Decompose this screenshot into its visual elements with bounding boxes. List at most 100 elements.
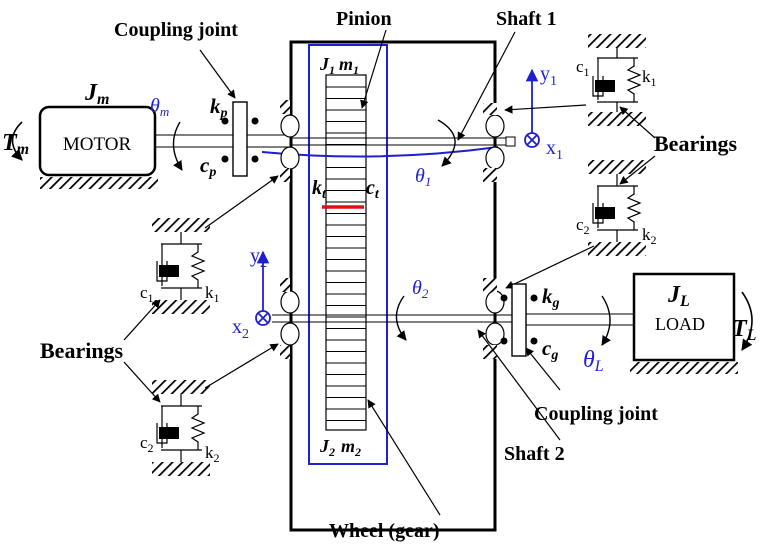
kg-label: k — [542, 284, 553, 308]
bearings-left-label: Bearings — [40, 338, 124, 363]
svg-text:kt: kt — [312, 177, 327, 202]
svg-text:k2: k2 — [205, 443, 220, 465]
theta-m-arrow — [172, 121, 183, 171]
motor-box — [38, 105, 157, 177]
load-torque-arrow — [741, 291, 753, 351]
bearings-right-pointer-top — [619, 106, 656, 139]
svg-text:x2: x2 — [232, 316, 249, 342]
gearbox-housing — [289, 40, 497, 532]
coupling2-pointer — [525, 347, 561, 391]
theta1-arrow — [437, 119, 456, 167]
c2-right-label: c — [576, 215, 584, 234]
bearing-support-left-bottom — [152, 380, 210, 476]
svg-text:k2: k2 — [642, 225, 657, 247]
svg-text:JL: JL — [667, 282, 690, 310]
bearings-left-pointer-bottom — [123, 361, 161, 403]
shaft2-pointer — [477, 329, 561, 441]
svg-text:cg: cg — [542, 336, 558, 363]
coupling-joint-1 — [232, 101, 248, 177]
wheel-pointer — [367, 399, 441, 516]
c2-left-label: c — [140, 433, 148, 452]
j2-label: J — [319, 436, 330, 456]
svg-text:kg: kg — [542, 284, 560, 311]
kp-label: k — [210, 94, 221, 118]
x1-label: x — [546, 137, 556, 159]
bearings-right-pointer-bottom — [619, 155, 656, 185]
k2-right-label: k — [642, 225, 651, 244]
m2-label: m — [341, 436, 355, 456]
jl-label: J — [667, 282, 681, 308]
pinion-pointer — [360, 29, 387, 109]
svg-text:TL: TL — [732, 316, 757, 344]
pinion-label: Pinion — [336, 8, 392, 30]
bearing-shaft2-right — [485, 290, 505, 346]
svg-text:c2: c2 — [140, 433, 154, 455]
bearing-support-right-bottom — [588, 160, 646, 256]
svg-text:cp: cp — [200, 153, 216, 180]
theta-m-label: θ — [150, 95, 160, 117]
svg-text:kp: kp — [210, 94, 228, 121]
bearing-shaft1-right — [485, 114, 505, 170]
svg-text:c1: c1 — [576, 57, 590, 79]
theta2-label: θ — [412, 277, 422, 299]
motor-ground — [40, 177, 158, 189]
svg-text:k1: k1 — [642, 67, 657, 89]
svg-text:c2: c2 — [576, 215, 590, 237]
gear-stack — [325, 74, 367, 431]
kt-label: k — [312, 177, 322, 199]
svg-text:θ1: θ1 — [415, 165, 431, 189]
shaft1-end — [505, 136, 516, 147]
cg-label: c — [542, 336, 552, 360]
y2-label: y — [250, 245, 260, 267]
y1-label: y — [540, 63, 550, 85]
svg-text:y2: y2 — [250, 245, 267, 271]
k1-left-label: k — [205, 283, 214, 302]
c1-left-label: c — [140, 283, 148, 302]
theta1-label: θ — [415, 165, 425, 187]
cp-label: c — [200, 153, 210, 177]
bearing-support-left-top — [152, 218, 210, 314]
m1-label: m — [339, 54, 353, 74]
shaft2-label: Shaft 2 — [504, 443, 565, 465]
pinion-wheel-frame — [308, 44, 388, 465]
theta-l-arrow — [601, 295, 611, 346]
svg-text:Tm: Tm — [2, 130, 29, 158]
right-support-pointer-bottom — [505, 245, 595, 289]
bearing-support-right-top — [588, 34, 646, 126]
jm-label: J — [84, 80, 98, 106]
load-label: LOAD — [655, 314, 705, 334]
x2-label: x — [232, 316, 242, 338]
svg-text:Jm: Jm — [84, 80, 109, 108]
svg-text:y1: y1 — [540, 63, 557, 89]
svg-text:c1: c1 — [140, 283, 154, 305]
left-support-pointer-bottom — [204, 343, 279, 389]
load-box — [632, 272, 736, 362]
right-support-pointer-top — [504, 104, 587, 114]
j1-label: J — [319, 54, 330, 74]
bearings-right-label: Bearings — [654, 131, 738, 156]
bearing-shaft2-left — [280, 290, 300, 346]
wheel-label: Wheel (gear) — [329, 520, 440, 542]
ct-label: c — [366, 177, 375, 199]
svg-text:θ2: θ2 — [412, 277, 429, 301]
bearings-left-pointer-top — [123, 299, 161, 341]
svg-text:k1: k1 — [205, 283, 220, 305]
housing-hatch-stubs — [280, 100, 497, 359]
bearing-shaft1-left — [280, 114, 300, 170]
motor-label: MOTOR — [63, 134, 132, 155]
svg-text:ct: ct — [366, 177, 380, 202]
left-support-pointer-top — [204, 175, 279, 229]
load-ground — [630, 362, 738, 374]
theta2-arrow — [395, 295, 407, 341]
k1-right-label: k — [642, 67, 651, 86]
coupling1-pointer — [199, 49, 236, 99]
k2-left-label: k — [205, 443, 214, 462]
theta-l-label: θ — [583, 347, 595, 373]
shaft1-label: Shaft 1 — [496, 8, 557, 30]
svg-text:θm: θm — [150, 95, 169, 119]
coupling-joint-bottom-label: Coupling joint — [534, 403, 658, 425]
coupling-joint-top-label: Coupling joint — [114, 19, 238, 41]
